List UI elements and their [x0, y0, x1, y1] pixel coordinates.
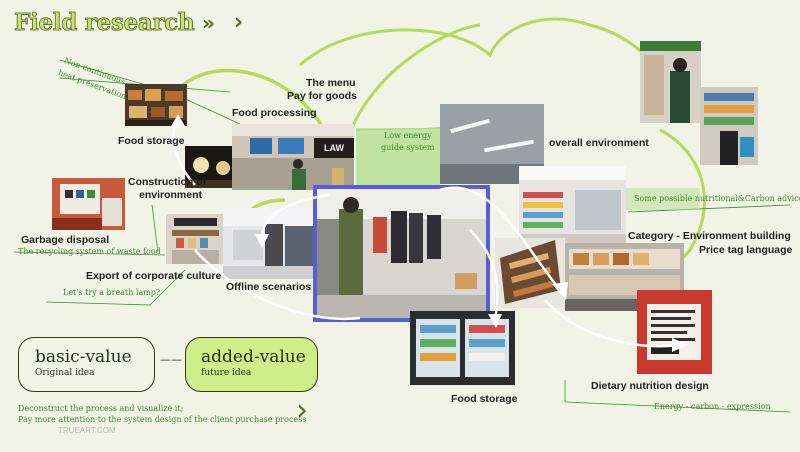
note-low-energy-1: Low energy — [384, 131, 432, 140]
garbage-disposal-photo — [52, 178, 125, 230]
nutrition-label-photo — [637, 290, 712, 374]
label-the-menu: The menu — [306, 77, 356, 89]
food-storage-photo — [125, 84, 187, 126]
basic-value-pill: basic-value Original idea — [18, 337, 155, 392]
label-offline-scenarios: Offline scenarios — [226, 281, 312, 293]
page-title: Field research — [14, 9, 196, 37]
label-dietary-nutrition: Dietary nutrition design — [591, 380, 709, 392]
fridge-photo — [410, 311, 515, 385]
added-value-title: added-value — [201, 347, 306, 367]
display-fridge-photo — [495, 238, 565, 308]
note-low-energy-2: guide system — [381, 143, 435, 152]
label-price-tag: Price tag language — [699, 244, 793, 256]
watermark: TRUEART.COM — [58, 426, 116, 435]
bottom-line-2: Pay more attention to the system design … — [18, 415, 307, 424]
chevron-right-icon[interactable]: › — [234, 10, 244, 35]
label-garbage-disposal: Garbage disposal — [21, 234, 110, 246]
basic-value-subtitle: Original idea — [35, 368, 95, 378]
store-aisle-photo-1 — [640, 41, 701, 123]
note-recycling: The recycling system of waste food — [18, 247, 161, 256]
double-chevron-right-icon[interactable]: » — [202, 11, 215, 35]
label-pay-for-goods: Pay for goods — [287, 90, 358, 102]
label-food-storage-top: Food storage — [118, 135, 185, 147]
note-nutritional-advice: Some possible nutritional&Carbon advice — [634, 194, 800, 203]
pill-separator: —— — [160, 353, 182, 366]
next-chevron-icon[interactable]: › — [296, 393, 308, 428]
main-store-photo — [313, 185, 490, 322]
low-energy-highlight — [356, 128, 440, 185]
store-aisle-photo-2 — [700, 87, 758, 165]
added-value-pill: added-value future idea — [185, 337, 318, 392]
bottom-line-1: Deconstruct the process and visualize it… — [18, 404, 184, 413]
note-energy-carbon: Energy - carbon - expression — [654, 402, 771, 411]
offline-scenarios-photo — [223, 208, 317, 279]
label-overall-environment: overall environment — [549, 137, 649, 149]
label-food-storage-bottom: Food storage — [451, 393, 518, 405]
store-shelves-photo — [519, 166, 626, 248]
nutritional-highlight — [626, 188, 700, 210]
label-construction-1: Construction of — [128, 176, 207, 188]
basic-value-title: basic-value — [35, 347, 132, 367]
store-sign: LAW — [324, 143, 344, 153]
label-export-culture: Export of corporate culture — [86, 270, 222, 282]
added-value-subtitle: future idea — [201, 368, 252, 378]
corporate-culture-photo — [166, 214, 225, 264]
label-construction-2: environment — [139, 189, 203, 201]
note-breath-lamp: Let's try a breath lamp? — [63, 288, 161, 297]
label-food-processing: Food processing — [232, 107, 317, 119]
label-category: Category - Environment building — [628, 230, 791, 242]
food-processing-photo: LAW — [232, 124, 354, 190]
